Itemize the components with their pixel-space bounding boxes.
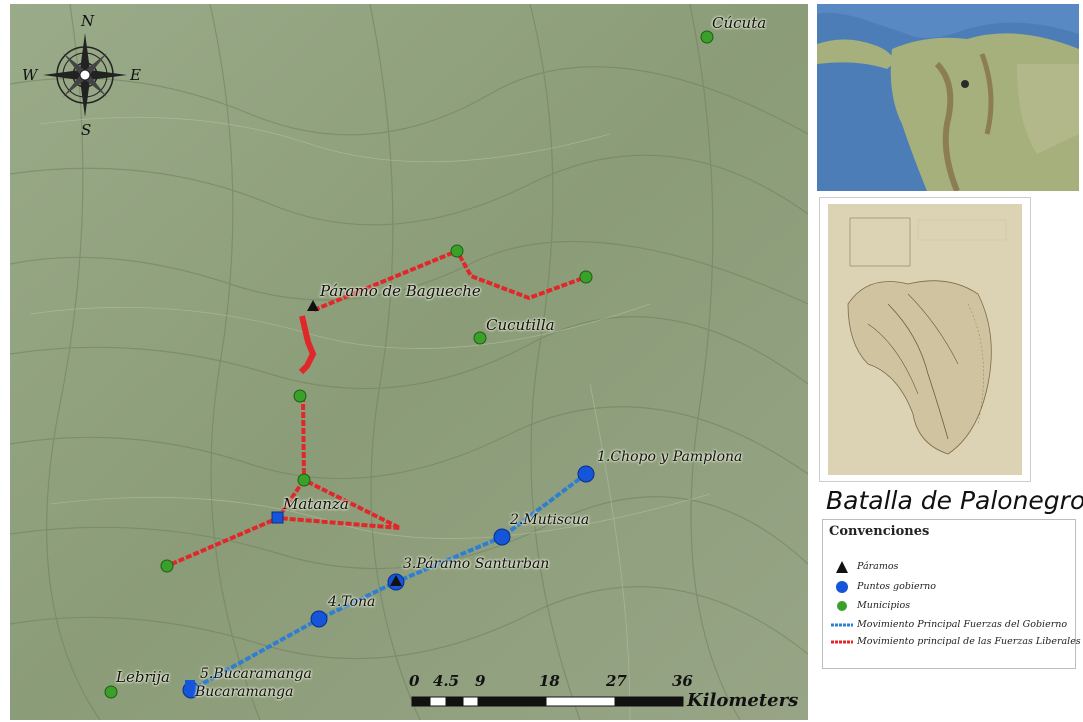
triangle-icon	[831, 559, 853, 573]
liberal-route-solid	[298, 315, 317, 375]
legend-item-municipios: Municipios	[831, 597, 910, 613]
label-cucuta: Cúcuta	[712, 14, 767, 32]
green-circle-icon	[831, 598, 853, 612]
gov-point-chopo	[577, 465, 595, 483]
location-inset-map	[817, 4, 1079, 191]
terrain-background	[10, 4, 808, 720]
legend-item-gobierno-movement: Movimiento Principal Fuerzas del Gobiern…	[831, 616, 1067, 632]
legend-heading: Convenciones	[829, 524, 930, 539]
compass-south: S	[81, 121, 92, 139]
scale-unit: Kilometers	[687, 690, 799, 711]
blue-dashed-line-icon	[831, 617, 853, 631]
label-gov-point-5: 5.Bucaramanga	[200, 666, 312, 682]
gov-point-mutiscua	[493, 528, 511, 546]
historical-map-paper	[828, 204, 1022, 475]
label-gov-point-4: 4.Tona	[328, 594, 376, 610]
label-matanza: Matanza	[283, 495, 349, 513]
paramo-santurban-triangle	[390, 575, 402, 586]
legend-label: Municipios	[857, 599, 911, 611]
terrain-ridges	[10, 4, 808, 720]
red-dashed-line-icon	[831, 634, 853, 648]
compass-west: W	[22, 66, 38, 84]
legend-label: Movimiento principal de las Fuerzas Libe…	[857, 635, 1081, 647]
municipio	[160, 559, 174, 573]
municipio	[293, 389, 307, 403]
scale-bar	[411, 696, 684, 707]
main-map[interactable]: N S E W Cúcuta Páramo de Bagueche Cucuti…	[10, 4, 808, 720]
legend-label: Páramos	[857, 560, 899, 572]
municipio-lebrija	[104, 685, 118, 699]
compass-rose	[43, 33, 127, 117]
matanza-marker	[271, 511, 284, 524]
blue-circle-icon	[831, 579, 853, 593]
historical-map-drawing	[847, 217, 1007, 455]
label-paramo-bagueche: Páramo de Bagueche	[320, 282, 481, 300]
bucaramanga-marker	[185, 680, 195, 690]
compass-east: E	[130, 66, 141, 84]
label-gov-point-1: 1.Chopo y Pamplona	[597, 449, 743, 465]
legend-item-liberal-movement: Movimiento principal de las Fuerzas Libe…	[831, 633, 1081, 649]
municipios	[104, 30, 714, 699]
label-cucutilla: Cucutilla	[486, 316, 555, 334]
legend-label: Puntos gobierno	[857, 580, 936, 592]
map-canvas	[10, 4, 808, 720]
map-title: Batalla de Palonegro	[826, 486, 1083, 515]
municipio-cucuta	[700, 30, 714, 44]
scale-tick-0: 0	[409, 672, 420, 690]
compass-north: N	[81, 12, 95, 30]
paramo-bagueche-triangle	[307, 300, 319, 311]
label-bucaramanga: Bucaramanga	[195, 684, 294, 700]
historical-map-inset	[819, 197, 1031, 482]
municipio	[579, 270, 593, 284]
legend-item-paramos: Páramos	[831, 558, 898, 574]
label-lebrija: Lebrija	[116, 668, 171, 686]
scale-tick-36: 36	[672, 672, 693, 690]
inset-map-canvas	[817, 4, 1079, 191]
liberal-route	[166, 248, 587, 568]
scale-tick-9: 9	[475, 672, 486, 690]
label-gov-point-3: 3.Páramo Santurban	[403, 556, 550, 572]
legend: Convenciones Páramos Puntos gobierno Mun…	[822, 519, 1081, 669]
gov-point-tona	[310, 610, 328, 628]
scale-tick-4-5: 4.5	[433, 672, 460, 690]
label-gov-point-2: 2.Mutiscua	[510, 512, 590, 528]
legend-label: Movimiento Principal Fuerzas del Gobiern…	[857, 618, 1068, 630]
municipio-cucutilla	[473, 331, 487, 345]
scale-tick-27: 27	[606, 672, 627, 690]
scale-tick-18: 18	[539, 672, 560, 690]
municipio	[297, 473, 311, 487]
legend-item-puntos-gobierno: Puntos gobierno	[831, 578, 936, 594]
municipio	[450, 244, 464, 258]
